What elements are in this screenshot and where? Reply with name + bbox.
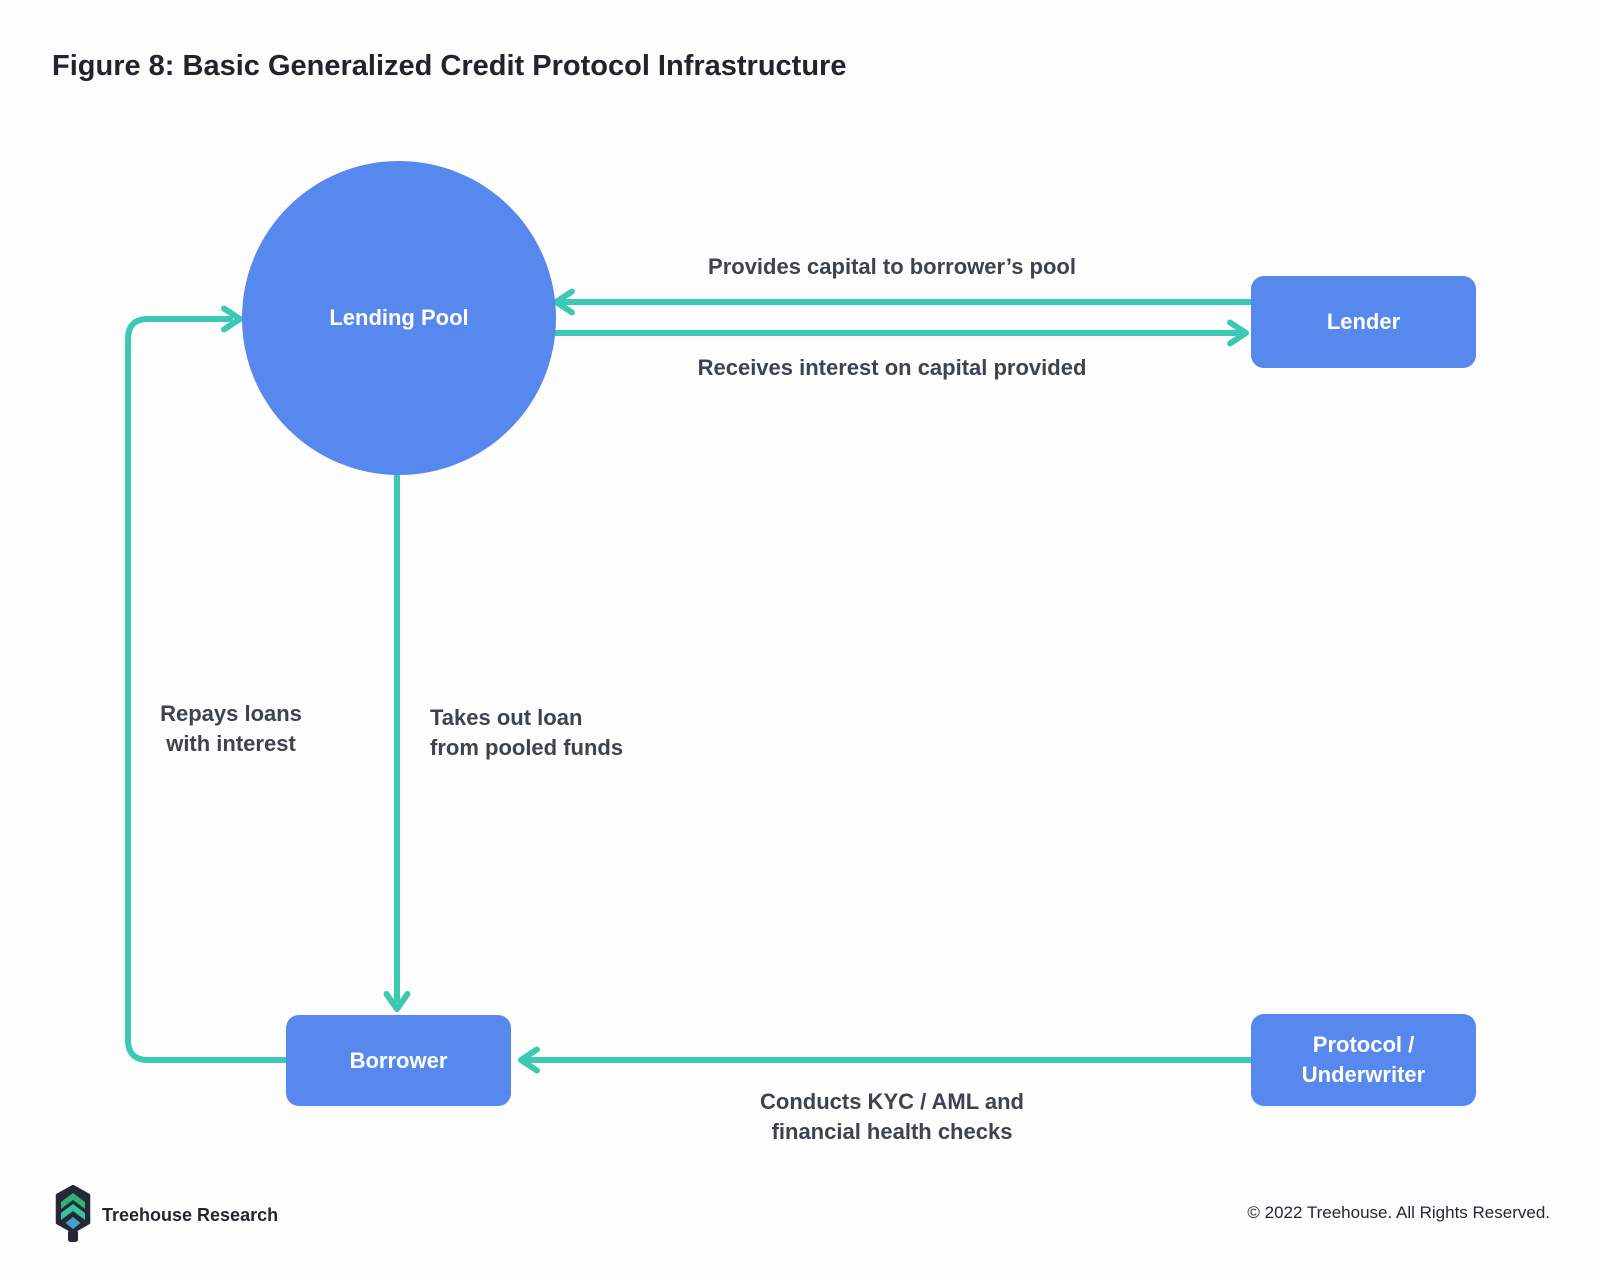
edge-label-takes-out-loan: Takes out loan from pooled funds xyxy=(430,705,624,760)
node-lender-label: Lender xyxy=(1326,309,1401,334)
node-lender: Lender xyxy=(1251,276,1476,368)
edge-label-repays-loans: Repays loans with interest xyxy=(160,701,302,756)
node-borrower: Borrower xyxy=(286,1015,511,1106)
edge-label-receives-interest: Receives interest on capital provided xyxy=(697,355,1087,380)
brand-lockup: Treehouse Research xyxy=(55,1185,278,1245)
node-lending-pool: Lending Pool xyxy=(242,161,556,475)
copyright-text: © 2022 Treehouse. All Rights Reserved. xyxy=(1247,1203,1550,1222)
node-protocol-underwriter-label: Protocol / Underwriter xyxy=(1301,1032,1426,1087)
node-protocol-underwriter: Protocol / Underwriter xyxy=(1251,1014,1476,1106)
edge-borrower-to-pool-line xyxy=(125,316,289,1063)
edge-pool-to-borrower-arrowhead xyxy=(383,991,411,1012)
brand-name: Treehouse Research xyxy=(102,1204,279,1225)
node-lending-pool-label: Lending Pool xyxy=(329,305,469,330)
edge-lender-to-pool-arrowhead xyxy=(553,288,575,316)
edge-protocol-to-borrower-arrowhead xyxy=(518,1046,540,1074)
node-borrower-label: Borrower xyxy=(349,1047,448,1073)
edge-label-provides-capital: Provides capital to borrower’s pool xyxy=(708,254,1076,279)
edge-borrower-to-pool-arrowhead xyxy=(221,305,243,333)
edge-label-conducts-kyc: Conducts KYC / AML and financial health … xyxy=(760,1089,1024,1144)
figure-title: Figure 8: Basic Generalized Credit Proto… xyxy=(52,50,847,82)
edge-pool-to-lender-arrowhead xyxy=(1227,319,1249,347)
treehouse-logo-icon xyxy=(55,1185,91,1242)
